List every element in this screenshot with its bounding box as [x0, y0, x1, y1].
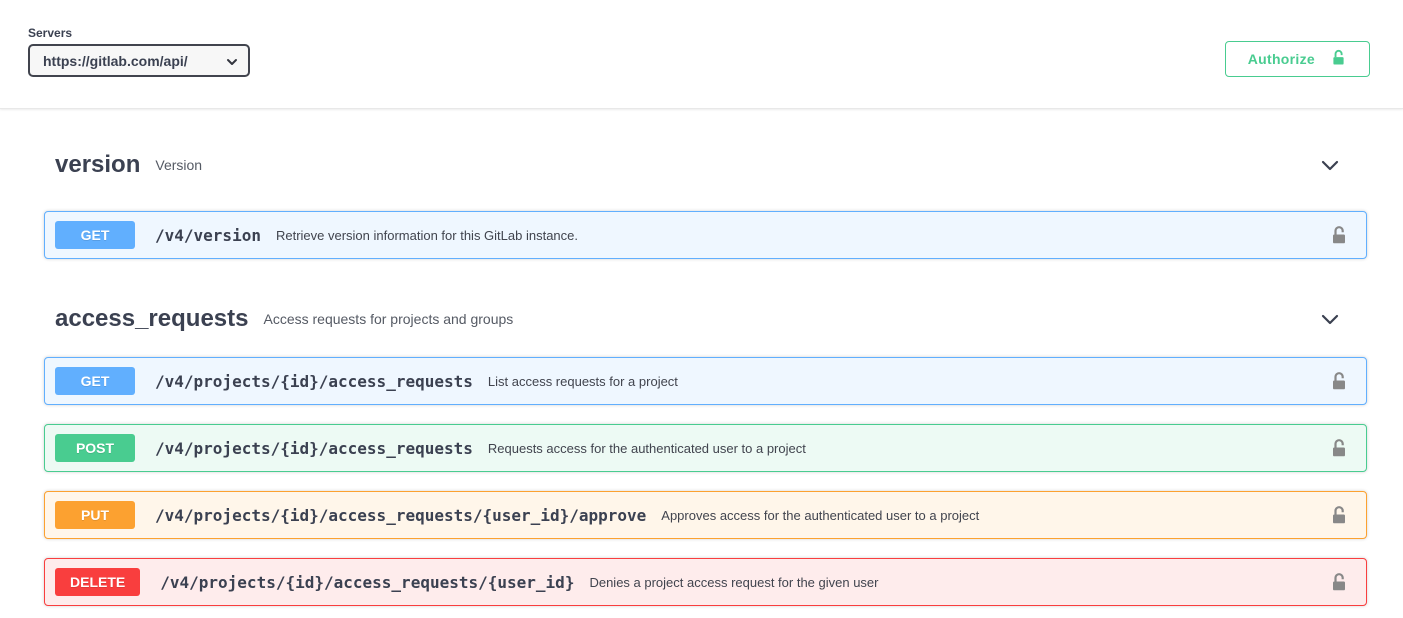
authorize-button[interactable]: Authorize [1224, 41, 1370, 77]
operation-summary: Requests access for the authenticated us… [487, 440, 806, 456]
unlock-icon [1330, 49, 1347, 69]
tag-section-access-requests: access_requests Access requests for proj… [44, 297, 1367, 606]
operation-row[interactable]: GET /v4/projects/{id}/access_requests Li… [44, 357, 1367, 405]
unlock-icon[interactable] [1329, 225, 1349, 245]
operation-row[interactable]: PUT /v4/projects/{id}/access_requests/{u… [44, 491, 1367, 539]
unlock-icon[interactable] [1329, 438, 1349, 458]
servers-label: Servers [28, 26, 73, 40]
method-badge[interactable]: POST [55, 434, 135, 462]
unlock-icon[interactable] [1329, 572, 1349, 592]
operation-summary: List access requests for a project [487, 373, 678, 389]
operation-row[interactable]: POST /v4/projects/{id}/access_requests R… [44, 424, 1367, 472]
chevron-down-icon[interactable] [1318, 307, 1342, 331]
unlock-icon[interactable] [1329, 505, 1349, 525]
tag-title: access_requests [55, 305, 249, 332]
method-badge[interactable]: DELETE [55, 568, 141, 596]
tag-header-access-requests[interactable]: access_requests Access requests for proj… [44, 297, 1367, 341]
operation-row[interactable]: GET /v4/version Retrieve version informa… [44, 211, 1367, 259]
method-badge[interactable]: GET [55, 367, 135, 395]
server-select-wrap: https://gitlab.com/api/ [28, 44, 250, 77]
operation-path: /v4/projects/{id}/access_requests/{user_… [155, 505, 647, 525]
operation-path: /v4/projects/{id}/access_requests/{user_… [160, 572, 575, 592]
tag-title: version [55, 151, 141, 178]
authorize-label: Authorize [1247, 51, 1315, 67]
tag-description: Access requests for projects and groups [263, 311, 514, 327]
operation-path: /v4/projects/{id}/access_requests [155, 371, 473, 391]
tag-description: Version [155, 157, 203, 173]
method-badge[interactable]: PUT [55, 501, 135, 529]
operation-path: /v4/version [155, 225, 261, 245]
servers-block: Servers https://gitlab.com/api/ [28, 26, 250, 77]
operation-summary: Retrieve version information for this Gi… [275, 227, 578, 243]
chevron-down-icon[interactable] [1318, 153, 1342, 177]
operation-summary: Approves access for the authenticated us… [661, 507, 980, 523]
method-badge[interactable]: GET [55, 221, 135, 249]
tag-header-version[interactable]: version Version [44, 143, 1367, 187]
operations-list: version Version GET /v4/version Retrieve… [0, 143, 1403, 606]
operation-path: /v4/projects/{id}/access_requests [155, 438, 473, 458]
scheme-container: Servers https://gitlab.com/api/ Authoriz… [0, 0, 1403, 109]
unlock-icon[interactable] [1329, 371, 1349, 391]
tag-section-version: version Version GET /v4/version Retrieve… [44, 143, 1367, 259]
server-select[interactable]: https://gitlab.com/api/ [28, 44, 250, 77]
operation-row[interactable]: DELETE /v4/projects/{id}/access_requests… [44, 558, 1367, 606]
operation-summary: Denies a project access request for the … [589, 574, 879, 590]
